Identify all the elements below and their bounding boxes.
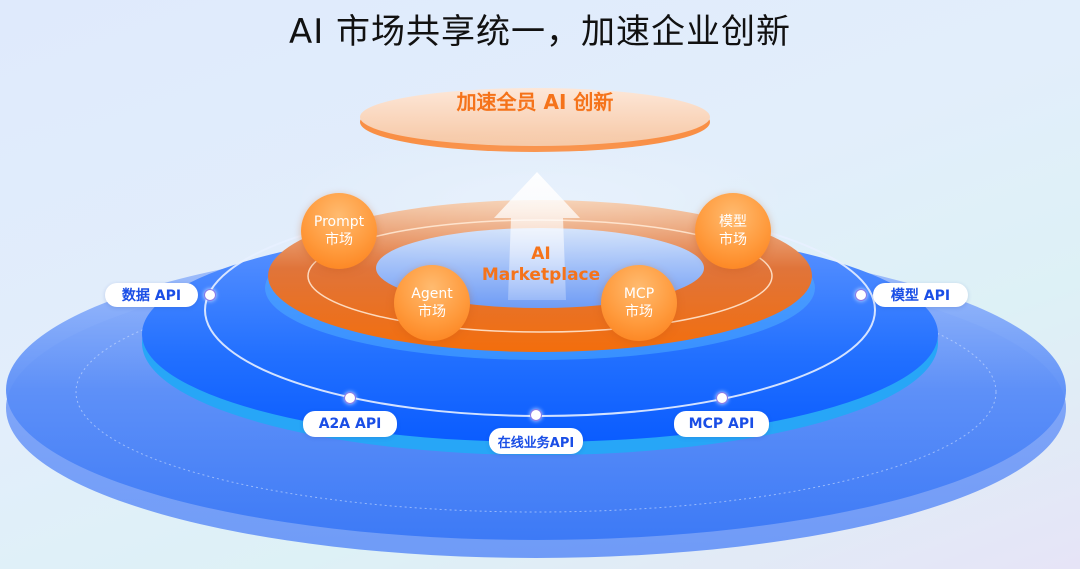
api-pill-online-business: 在线业务API: [489, 428, 583, 454]
market-bubble-line2: 市场: [418, 304, 446, 320]
marketplace-label-line1: AI: [531, 244, 551, 264]
api-pill-model: 模型 API: [873, 283, 968, 307]
market-bubble-prompt: Prompt 市场: [301, 193, 377, 269]
api-pill-a2a: A2A API: [303, 411, 397, 437]
goal-label: 加速全员 AI 创新: [456, 90, 614, 114]
market-bubble-line1: MCP: [623, 286, 655, 302]
market-bubble-model: 模型 市场: [695, 193, 771, 269]
api-node-dot: [530, 409, 542, 421]
api-node-dot: [716, 392, 728, 404]
market-bubble-line1: 模型: [719, 214, 747, 230]
market-bubble-line2: 市场: [625, 304, 653, 320]
market-bubble-line1: Prompt: [313, 214, 365, 230]
market-bubble-line2: 市场: [325, 232, 353, 248]
api-pill-data: 数据 API: [105, 283, 198, 307]
market-bubble-line2: 市场: [719, 232, 747, 248]
page-title: AI 市场共享统一，加速企业创新: [288, 12, 792, 52]
market-bubble-agent: Agent 市场: [394, 265, 470, 341]
api-node-dot: [204, 289, 216, 301]
api-pill-mcp: MCP API: [674, 411, 769, 437]
marketplace-center-label: AI Marketplace: [456, 244, 626, 286]
api-node-dot: [855, 289, 867, 301]
market-bubble-line1: Agent: [411, 286, 453, 302]
marketplace-label-line2: Marketplace: [481, 265, 601, 285]
api-node-dot: [344, 392, 356, 404]
market-bubble-mcp: MCP 市场: [601, 265, 677, 341]
